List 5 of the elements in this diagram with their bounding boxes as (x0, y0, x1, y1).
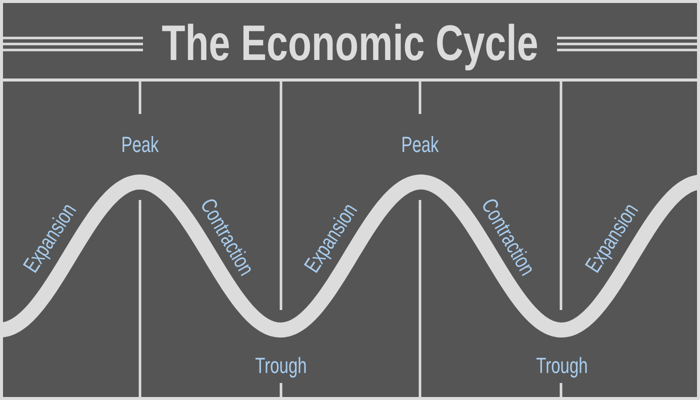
diagram-title: The Economic Cycle (162, 18, 538, 68)
phase-label: Trough (255, 355, 307, 377)
phase-label: Peak (121, 134, 159, 156)
phase-label: Trough (536, 355, 588, 377)
phase-label: Peak (401, 134, 439, 156)
